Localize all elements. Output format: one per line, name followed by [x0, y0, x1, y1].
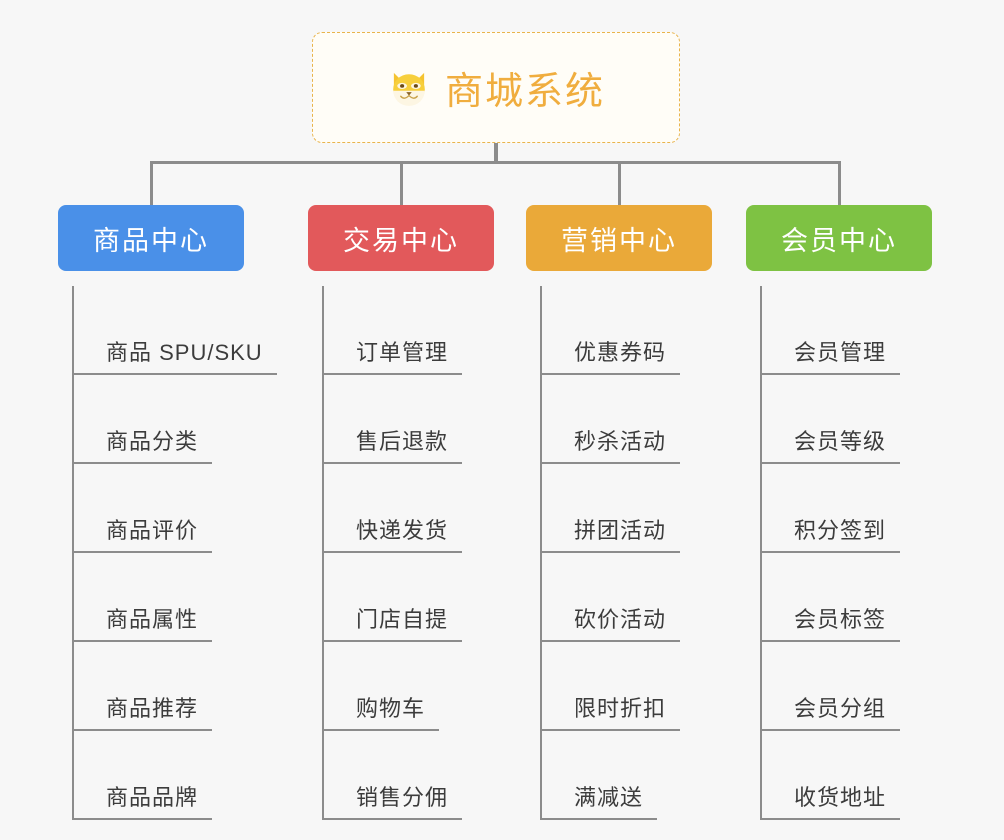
list-item[interactable]: 秒杀活动: [542, 375, 681, 464]
branch-product-center: 商品中心 商品 SPU/SKU 商品分类 商品评价 商品属性 商品推荐 商品品牌: [58, 205, 277, 820]
leaf-list-marketing-center: 优惠券码 秒杀活动 拼团活动 砍价活动 限时折扣 满减送: [540, 286, 681, 820]
leaf-label: 门店自提: [324, 602, 463, 642]
leaf-list-product-center: 商品 SPU/SKU 商品分类 商品评价 商品属性 商品推荐 商品品牌: [72, 286, 277, 820]
list-item[interactable]: 会员标签: [762, 553, 901, 642]
branch-header-label: 商品中心: [93, 225, 209, 256]
branch-header-label: 营销中心: [561, 225, 677, 256]
branch-header-trade-center[interactable]: 交易中心: [308, 205, 494, 271]
leaf-label: 会员管理: [762, 335, 901, 375]
list-item[interactable]: 商品品牌: [74, 731, 277, 820]
leaf-list-trade-center: 订单管理 售后退款 快递发货 门店自提 购物车 销售分佣: [322, 286, 463, 820]
connector-horizontal-bus: [151, 161, 840, 164]
branch-header-label: 会员中心: [781, 225, 897, 256]
connector-drop-trade-center: [400, 161, 403, 207]
list-item[interactable]: 会员等级: [762, 375, 901, 464]
branch-header-marketing-center[interactable]: 营销中心: [526, 205, 712, 271]
list-item[interactable]: 砍价活动: [542, 553, 681, 642]
connector-drop-member-center: [838, 161, 841, 207]
list-item[interactable]: 会员管理: [762, 286, 901, 375]
leaf-label: 限时折扣: [542, 691, 681, 731]
leaf-label: 商品属性: [74, 602, 213, 642]
list-item[interactable]: 商品属性: [74, 553, 277, 642]
leaf-label: 购物车: [324, 691, 440, 731]
leaf-label: 销售分佣: [324, 780, 463, 820]
leaf-label: 积分签到: [762, 513, 901, 553]
branch-header-member-center[interactable]: 会员中心: [746, 205, 932, 271]
list-item[interactable]: 购物车: [324, 642, 462, 731]
leaf-label: 订单管理: [324, 335, 463, 375]
leaf-label: 商品 SPU/SKU: [74, 335, 277, 375]
shiba-dog-face-icon: [387, 66, 431, 110]
leaf-label: 商品评价: [74, 513, 213, 553]
leaf-label: 砍价活动: [542, 602, 681, 642]
branch-member-center: 会员中心 会员管理 会员等级 积分签到 会员标签 会员分组 收货地址: [746, 205, 932, 820]
list-item[interactable]: 商品 SPU/SKU: [74, 286, 277, 375]
branch-marketing-center: 营销中心 优惠券码 秒杀活动 拼团活动 砍价活动 限时折扣 满减送: [526, 205, 712, 820]
list-item[interactable]: 满减送: [542, 731, 680, 820]
branch-header-label: 交易中心: [343, 225, 459, 256]
root-node[interactable]: 商城系统: [312, 32, 680, 143]
leaf-label: 秒杀活动: [542, 424, 681, 464]
list-item[interactable]: 会员分组: [762, 642, 901, 731]
branch-trade-center: 交易中心 订单管理 售后退款 快递发货 门店自提 购物车 销售分佣: [308, 205, 494, 820]
leaf-label: 满减送: [542, 780, 658, 820]
list-item[interactable]: 积分签到: [762, 464, 901, 553]
list-item[interactable]: 优惠券码: [542, 286, 681, 375]
leaf-label: 会员等级: [762, 424, 901, 464]
list-item[interactable]: 拼团活动: [542, 464, 681, 553]
root-title: 商城系统: [444, 71, 605, 113]
branch-header-product-center[interactable]: 商品中心: [58, 205, 244, 271]
connector-drop-marketing-center: [618, 161, 621, 207]
list-item[interactable]: 销售分佣: [324, 731, 463, 820]
connector-drop-product-center: [150, 161, 153, 207]
list-item[interactable]: 商品推荐: [74, 642, 277, 731]
leaf-list-member-center: 会员管理 会员等级 积分签到 会员标签 会员分组 收货地址: [760, 286, 901, 820]
list-item[interactable]: 售后退款: [324, 375, 463, 464]
leaf-label: 售后退款: [324, 424, 463, 464]
list-item[interactable]: 商品评价: [74, 464, 277, 553]
leaf-label: 会员标签: [762, 602, 901, 642]
leaf-label: 拼团活动: [542, 513, 681, 553]
leaf-label: 商品分类: [74, 424, 213, 464]
list-item[interactable]: 订单管理: [324, 286, 463, 375]
list-item[interactable]: 收货地址: [762, 731, 901, 820]
leaf-label: 会员分组: [762, 691, 901, 731]
list-item[interactable]: 门店自提: [324, 553, 463, 642]
leaf-label: 快递发货: [324, 513, 463, 553]
list-item[interactable]: 快递发货: [324, 464, 463, 553]
leaf-label: 商品推荐: [74, 691, 213, 731]
leaf-label: 优惠券码: [542, 335, 681, 375]
leaf-label: 收货地址: [762, 780, 901, 820]
connector-root-stem: [494, 143, 498, 164]
list-item[interactable]: 限时折扣: [542, 642, 681, 731]
leaf-label: 商品品牌: [74, 780, 213, 820]
list-item[interactable]: 商品分类: [74, 375, 277, 464]
